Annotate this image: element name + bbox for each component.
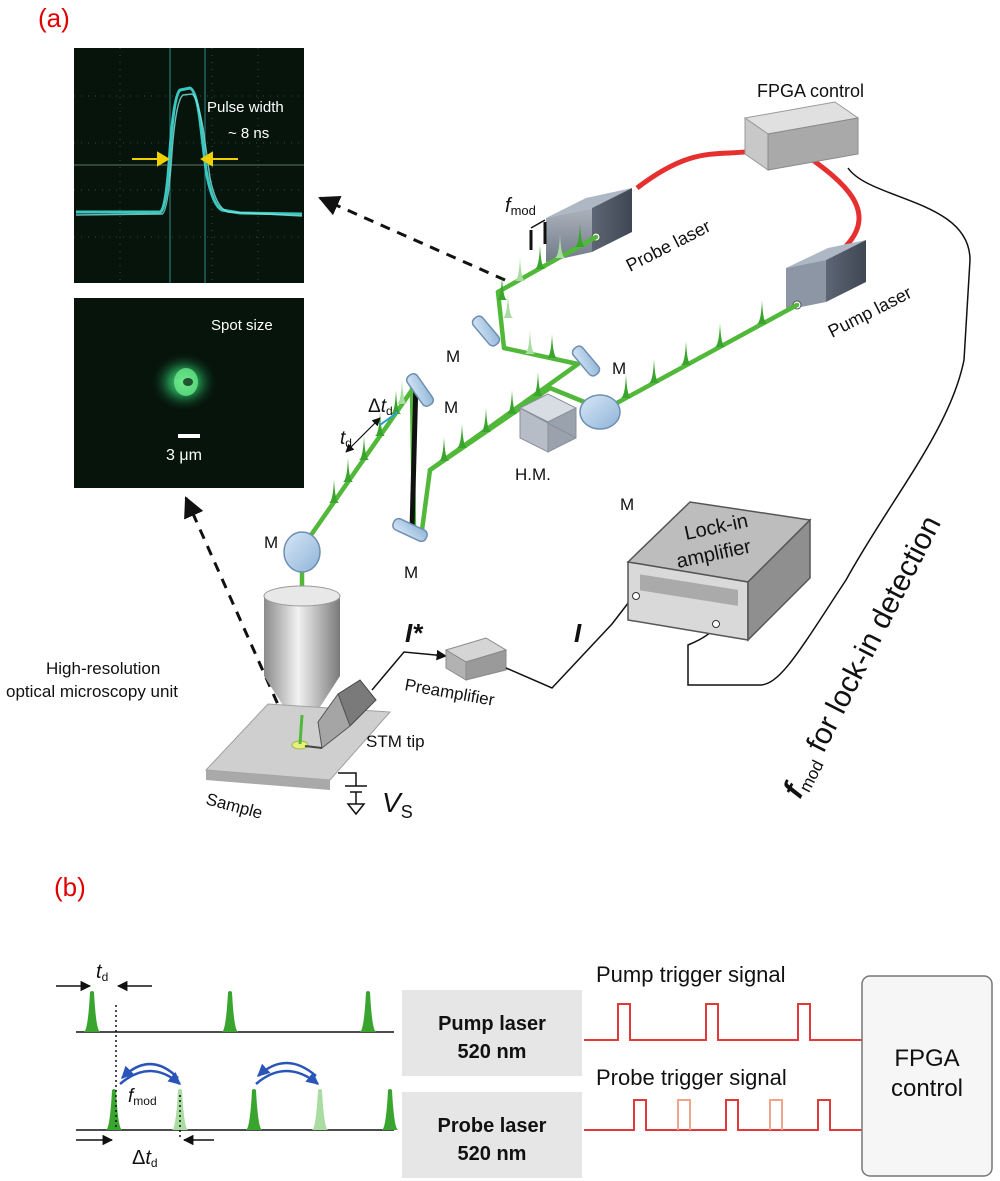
mirror-delay-top bbox=[405, 373, 435, 407]
mirror-pump bbox=[579, 394, 621, 430]
scale-bar-label: 3 μm bbox=[166, 447, 202, 464]
mirror-objective bbox=[283, 531, 321, 573]
svg-text:M: M bbox=[404, 563, 418, 582]
mirror-probe-1 bbox=[471, 315, 501, 347]
fmod-probe-label: fmod bbox=[505, 195, 536, 218]
pulse-inset-arrow bbox=[318, 196, 506, 282]
probe-trigger-faded-pulses bbox=[677, 1099, 783, 1130]
fpga-control-b-line1: FPGA bbox=[894, 1045, 959, 1072]
pulse-width-arrows bbox=[132, 151, 238, 167]
preamplifier-label: Preamplifier bbox=[403, 675, 496, 710]
pump-cable bbox=[808, 155, 862, 248]
microscopy-unit-label-2: optical microscopy unit bbox=[6, 682, 178, 701]
pulse-width-value: ~ 8 ns bbox=[228, 125, 269, 142]
pump-laser-box-line1: Pump laser bbox=[438, 1013, 546, 1035]
current-line bbox=[371, 649, 448, 691]
panel-a-label: (a) bbox=[38, 3, 70, 33]
delta-td-label-a: Δtd bbox=[368, 396, 393, 418]
sample-label: Sample bbox=[204, 790, 265, 823]
preamplifier bbox=[444, 637, 508, 681]
spot-size-title: Spot size bbox=[211, 317, 273, 334]
spot-size-inset: Spot size 3 μm bbox=[74, 298, 304, 488]
mirrors bbox=[283, 315, 621, 573]
mirror-labels: M M M M M M bbox=[264, 347, 634, 582]
fpga-control-label: FPGA control bbox=[757, 81, 864, 101]
scope-trace bbox=[76, 86, 303, 216]
probe-laser bbox=[546, 188, 632, 262]
svg-text:M: M bbox=[612, 359, 626, 378]
half-mirror-label: H.M. bbox=[515, 465, 551, 484]
svg-text:M: M bbox=[444, 398, 458, 417]
stm-tip-label: STM tip bbox=[366, 732, 425, 751]
probe-laser-box-line1: Probe laser bbox=[438, 1115, 547, 1137]
pump-trigger-waveform bbox=[584, 1003, 862, 1041]
pump-pulse-train bbox=[76, 991, 394, 1033]
fmod-curved-arrows bbox=[119, 1061, 319, 1085]
td-label-b: td bbox=[96, 961, 108, 984]
fpga-control-box bbox=[743, 101, 860, 171]
svg-text:M: M bbox=[264, 533, 278, 552]
pump-laser bbox=[786, 240, 866, 310]
probe-laser-box bbox=[402, 1092, 582, 1178]
pulse-width-inset: Pulse width ~ 8 ns bbox=[74, 48, 304, 283]
probe-trigger-waveform bbox=[584, 1099, 862, 1131]
probe-laser-label: Probe laser bbox=[623, 216, 714, 276]
probe-laser-box-line2: 520 nm bbox=[458, 1143, 527, 1165]
svg-text:M: M bbox=[446, 347, 460, 366]
pump-laser-box-line2: 520 nm bbox=[458, 1041, 527, 1063]
sample-plate bbox=[204, 703, 392, 790]
stm-tip bbox=[304, 679, 377, 749]
pump-laser-box bbox=[402, 990, 582, 1076]
objective-lens bbox=[263, 585, 341, 714]
microscopy-unit-label-1: High-resolution bbox=[46, 659, 160, 678]
probe-trigger-label: Probe trigger signal bbox=[596, 1065, 787, 1090]
svg-text:M: M bbox=[620, 495, 634, 514]
td-label-a: td bbox=[340, 428, 352, 450]
preamp-lockin-line bbox=[505, 597, 633, 689]
scale-bar bbox=[178, 434, 200, 438]
panel-b-label: (b) bbox=[54, 872, 86, 902]
delay-stage-bar bbox=[409, 379, 419, 531]
mirror-probe-2 bbox=[571, 345, 601, 377]
fpga-control-b-line2: control bbox=[891, 1075, 963, 1102]
spot-inset-arrow bbox=[184, 496, 294, 737]
pulse-width-title: Pulse width bbox=[207, 99, 284, 116]
mirror-delay-bottom bbox=[392, 517, 428, 543]
bias-ground bbox=[338, 772, 367, 816]
lockin-amplifier bbox=[626, 501, 812, 642]
probe-pulse-train bbox=[76, 1089, 398, 1131]
i-label: I bbox=[574, 618, 582, 648]
vs-label: VS bbox=[382, 787, 413, 822]
fmod-label-b: fmod bbox=[128, 1086, 157, 1108]
istar-label: I* bbox=[405, 618, 424, 648]
fpga-control-box-b bbox=[861, 975, 993, 1177]
half-mirror-cube bbox=[518, 393, 578, 453]
pump-trigger-label: Pump trigger signal bbox=[596, 962, 786, 987]
fpga-lockin-cable bbox=[687, 167, 971, 686]
delta-td-label-b: Δtd bbox=[132, 1147, 158, 1170]
